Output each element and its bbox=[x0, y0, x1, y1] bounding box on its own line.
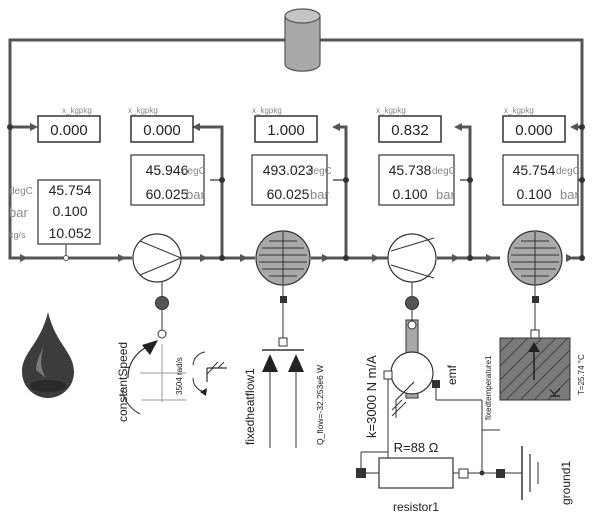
q-flow-value: Q_flow=-32.253e6 W bbox=[315, 365, 325, 445]
quality-display-4: x_kgpkg 0.832 bbox=[376, 106, 442, 143]
ground-icon[interactable]: ground1 bbox=[496, 446, 573, 505]
resistor-value: R=88 Ω bbox=[394, 440, 439, 455]
quality-value-2: 0.000 bbox=[143, 122, 181, 139]
source-unit-flow: kg/s bbox=[9, 230, 26, 240]
source-unit-pressure: bar bbox=[9, 205, 28, 220]
reservoir-tank-icon[interactable] bbox=[284, 8, 321, 72]
quality-display-5: x_kgpkg 0.000 bbox=[502, 106, 566, 143]
quality-label-3: x_kgpkg bbox=[252, 106, 282, 115]
state-temp-4: 45.754 bbox=[513, 162, 556, 178]
resistor-label: resistor1 bbox=[393, 500, 439, 514]
state-temp-2: 493.023 bbox=[263, 162, 314, 178]
state-temp-unit-2: degC bbox=[308, 166, 332, 177]
state-temp-unit-3: degC bbox=[432, 166, 456, 177]
pipe-junctions bbox=[7, 124, 585, 261]
state-display-2: 493.023 60.025 degC bar bbox=[251, 154, 332, 206]
fixed-temperature-label: fixedtemperature1 bbox=[484, 355, 493, 420]
resistor-icon[interactable]: R=88 Ω resistor1 bbox=[356, 440, 469, 514]
fluid-drop-logo-icon bbox=[22, 312, 74, 398]
wire-junction bbox=[479, 470, 485, 476]
state-temp-3: 45.738 bbox=[389, 162, 432, 178]
turbine-icon[interactable] bbox=[387, 233, 437, 310]
state-pressure-unit-2: bar bbox=[310, 187, 329, 202]
quality-value-1: 0.000 bbox=[50, 122, 88, 139]
source-state-display: degC bar kg/s 45.754 0.100 10.052 bbox=[9, 179, 101, 261]
quality-value-4: 0.832 bbox=[391, 122, 429, 139]
state-display-1: 45.946 60.025 degC bar bbox=[130, 154, 206, 206]
state-temp-unit-4: degC bbox=[556, 166, 580, 177]
state-display-4: 45.754 0.100 degC bar bbox=[502, 154, 580, 206]
quality-display-1: x_kgpkg 0.000 bbox=[37, 106, 101, 143]
emf-label: emf bbox=[445, 364, 459, 385]
quality-label-4: x_kgpkg bbox=[376, 106, 406, 115]
state-pressure-unit-3: bar bbox=[436, 187, 455, 202]
source-temp-value: 45.754 bbox=[49, 182, 92, 198]
quality-display-3: x_kgpkg 1.000 bbox=[252, 106, 318, 143]
quality-value-5: 0.000 bbox=[515, 122, 553, 139]
source-pressure-value: 0.100 bbox=[52, 203, 87, 219]
state-temp-unit-1: degC bbox=[182, 166, 206, 177]
state-pressure-4: 0.100 bbox=[516, 186, 551, 202]
state-display-3: 45.738 0.100 degC bar bbox=[378, 154, 456, 206]
quality-label-1: x_kgpkg bbox=[62, 106, 92, 115]
state-pressure-3: 0.100 bbox=[392, 186, 427, 202]
ground-label: ground1 bbox=[559, 461, 573, 505]
fixed-temperature-value: T=25.74 °C bbox=[577, 354, 586, 395]
quality-display-2: x_kgpkg 0.000 bbox=[128, 106, 194, 143]
state-temp-1: 45.946 bbox=[146, 162, 189, 178]
boiler-heat-exchanger-icon[interactable] bbox=[255, 230, 311, 303]
state-pressure-2: 60.025 bbox=[267, 186, 310, 202]
fixed-temperature-icon[interactable]: K fixedtemperature1 T=25.74 °C bbox=[484, 303, 586, 420]
state-pressure-1: 60.025 bbox=[146, 186, 189, 202]
state-pressure-unit-1: bar bbox=[186, 187, 205, 202]
quality-label-5: x_kgpkg bbox=[504, 106, 534, 115]
emf-k-label: k=3000 N m/A bbox=[364, 355, 379, 438]
source-flow-value: 10.052 bbox=[49, 225, 92, 241]
emf-generator-icon[interactable]: k=3000 N m/A emf bbox=[364, 310, 459, 473]
fixed-temperature-k-letter: K bbox=[547, 388, 564, 398]
quality-value-3: 1.000 bbox=[267, 122, 305, 139]
flow-arrows bbox=[20, 123, 578, 262]
source-unit-temp: degC bbox=[9, 186, 33, 197]
quality-label-2: x_kgpkg bbox=[128, 106, 158, 115]
constant-speed-label: constantSpeed bbox=[116, 342, 130, 422]
fixed-heat-flow-label: fixedheatflow1 bbox=[243, 368, 257, 445]
pump-icon[interactable] bbox=[132, 233, 182, 339]
condenser-icon[interactable] bbox=[507, 230, 563, 303]
constant-speed-source-icon[interactable]: constantSpeed 3504 rad/s bbox=[116, 340, 227, 422]
state-pressure-unit-4: bar bbox=[560, 187, 579, 202]
constant-speed-value: 3504 rad/s bbox=[175, 357, 184, 395]
fixed-heat-flow-icon[interactable]: fixedheatflow1 Q_flow=-32.253e6 W bbox=[243, 303, 325, 448]
